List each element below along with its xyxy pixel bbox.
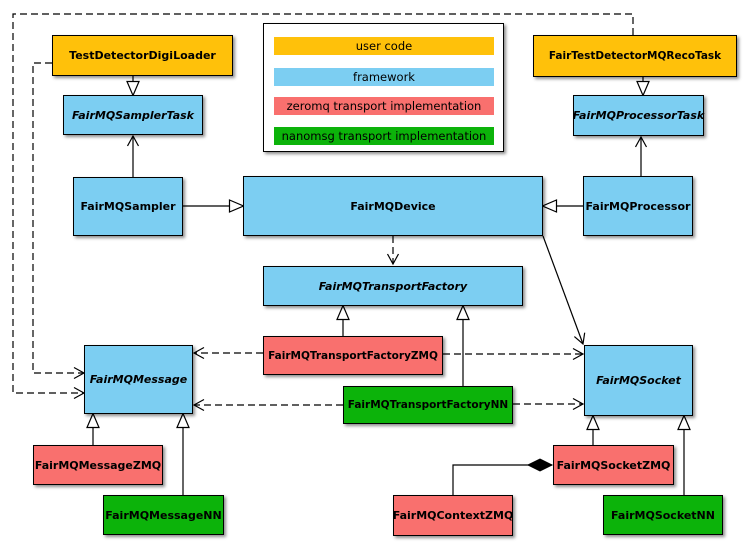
node-fairmq-processor-task: FairMQProcessorTask xyxy=(573,95,704,136)
association-arrows xyxy=(126,134,648,346)
node-fair-test-detector-mq-reco-task: FairTestDetectorMQRecoTask xyxy=(533,35,737,77)
legend: user code framework zeromq transport imp… xyxy=(263,23,504,152)
inheritance-arrows xyxy=(93,76,684,495)
node-test-detector-digi-loader: TestDetectorDigiLoader xyxy=(52,35,233,76)
node-fairmq-sampler: FairMQSampler xyxy=(73,177,183,236)
legend-item-user-code: user code xyxy=(274,37,494,55)
legend-item-zeromq: zeromq transport implementation xyxy=(274,97,494,115)
legend-item-framework: framework xyxy=(274,68,494,86)
node-fairmq-transport-factory: FairMQTransportFactory xyxy=(263,266,523,306)
node-fairmq-message-nn: FairMQMessageNN xyxy=(103,495,224,535)
node-fairmq-device: FairMQDevice xyxy=(243,176,543,236)
composition-link xyxy=(452,458,554,495)
node-fairmq-message: FairMQMessage xyxy=(84,345,193,414)
dependency-arrows xyxy=(12,13,634,412)
node-fairmq-socket-nn: FairMQSocketNN xyxy=(603,495,723,535)
legend-item-nanomsg: nanomsg transport implementation xyxy=(274,127,494,145)
node-fairmq-processor: FairMQProcessor xyxy=(583,176,693,236)
node-fairmq-socket-zmq: FairMQSocketZMQ xyxy=(553,445,674,485)
node-fairmq-context-zmq: FairMQContextZMQ xyxy=(393,495,513,536)
node-fairmq-transport-factory-zmq: FairMQTransportFactoryZMQ xyxy=(263,336,443,375)
node-fairmq-socket: FairMQSocket xyxy=(584,345,693,416)
node-fairmq-transport-factory-nn: FairMQTransportFactoryNN xyxy=(343,386,513,424)
node-fairmq-sampler-task: FairMQSamplerTask xyxy=(63,95,203,135)
node-fairmq-message-zmq: FairMQMessageZMQ xyxy=(33,445,163,485)
